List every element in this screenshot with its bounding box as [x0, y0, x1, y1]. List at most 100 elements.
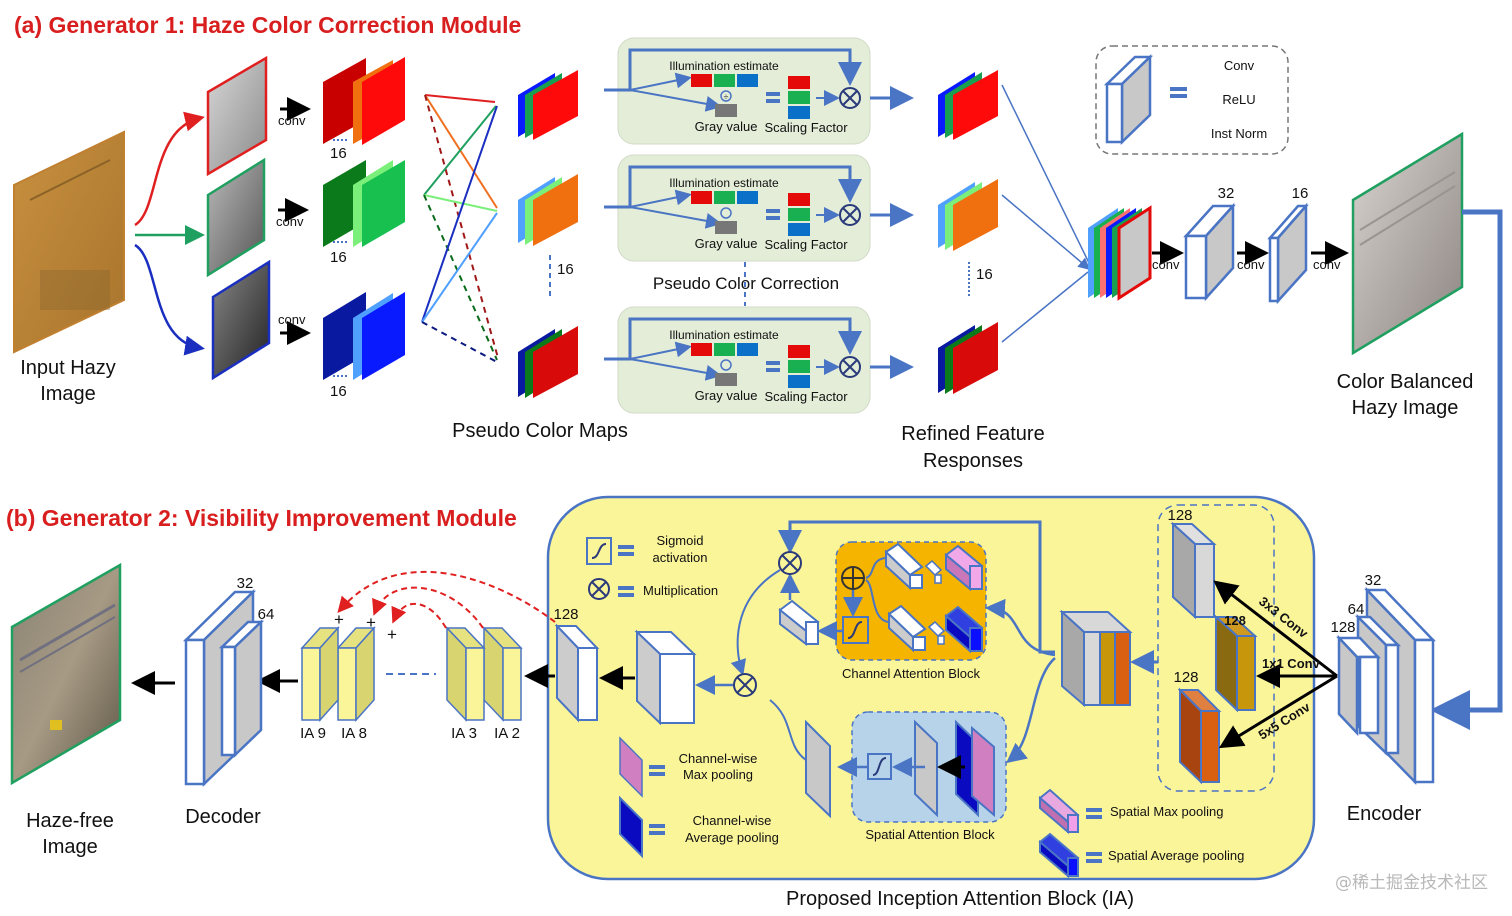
svg-text:16: 16 [330, 383, 347, 400]
encoder-channels-64: 64 [1348, 601, 1365, 618]
conv-label-32: conv [1237, 257, 1265, 272]
svg-text:Illumination estimate: Illumination estimate [669, 59, 779, 73]
pcc-label: Pseudo Color Correction [653, 274, 839, 293]
conv-label-16: conv [1313, 257, 1341, 272]
sigmoid-legend: Sigmoid activation [586, 533, 708, 565]
generator-connector-arrow [1430, 209, 1503, 730]
channel-weight-tensor [778, 599, 820, 647]
watermark: @稀土掘金技术社区 [1335, 873, 1488, 893]
blue-feature-stack: 16 [323, 292, 405, 400]
channels-32: 32 [1218, 185, 1235, 202]
encoder-block [1336, 586, 1436, 786]
refined-count: 16 [976, 266, 993, 283]
path-to-spatial-attention [1006, 657, 1056, 764]
red-feature-stack: 16 [323, 57, 405, 162]
channel-attention-block [835, 541, 987, 661]
input-hazy-image [13, 130, 125, 354]
inception-concat-stack [1059, 609, 1133, 708]
red-channel-image [206, 55, 268, 177]
branch-5x5: 128 [1173, 669, 1222, 785]
spatial-weight-map [805, 719, 831, 819]
svg-text:128: 128 [1167, 507, 1192, 524]
green-feature-stack: 16 [323, 160, 405, 266]
skip-connection-3 [391, 602, 447, 629]
pseudo-color-mixing-arrows [421, 94, 499, 363]
plus-3: + [387, 625, 397, 644]
ia-label-8: IA 8 [341, 725, 367, 742]
ia-block-2 [482, 626, 523, 722]
split-arrow-red [134, 111, 205, 227]
skip-connection-2 [372, 586, 484, 629]
output-label-line2: Hazy Image [1352, 397, 1459, 419]
svg-text:Spatial Max pooling: Spatial Max pooling [1110, 804, 1223, 819]
conv-arrow-green: conv [276, 198, 309, 229]
spatial-avg-pool-legend: Spatial Average pooling [1038, 832, 1244, 879]
channel-refined-path [730, 569, 781, 676]
svg-text:128: 128 [553, 606, 578, 623]
ia-block-8 [336, 626, 376, 722]
pseudo-color-map-1 [518, 70, 578, 140]
decoder-channels-64: 64 [258, 606, 275, 623]
channel-attention-label: Channel Attention Block [842, 666, 981, 681]
svg-text:Average pooling: Average pooling [685, 830, 779, 845]
svg-text:conv: conv [278, 113, 306, 128]
svg-text:activation: activation [653, 550, 708, 565]
pcc-block-1: Illumination estimate ÷ Gray value Scali… [604, 37, 871, 145]
pseudo-maps-label: Pseudo Color Maps [452, 420, 628, 442]
blue-channel-image [211, 259, 271, 381]
arrow-3x3-conv [1213, 580, 1338, 678]
conv-arrow-red: conv [278, 97, 311, 128]
plus-2: + [366, 613, 376, 632]
channel-avg-pool-legend: Channel-wise Average pooling [619, 795, 779, 859]
refined-label-line1: Refined Feature [901, 423, 1044, 445]
svg-text:Gray value: Gray value [695, 119, 758, 134]
ia-output-tensor [634, 629, 697, 726]
spatial-max-pool-legend: Spatial Max pooling [1038, 788, 1223, 835]
ia-block-output-128: 128 [553, 606, 600, 723]
svg-text:conv: conv [278, 312, 306, 327]
channel-multiply-node [778, 551, 802, 575]
svg-text:128: 128 [1224, 613, 1246, 628]
label-1x1-conv: 1x1 Conv [1262, 656, 1321, 671]
channel-max-pool-legend: Channel-wise Max pooling [619, 736, 757, 798]
svg-text:Max pooling: Max pooling [683, 767, 753, 782]
arrow-5x5-conv [1218, 674, 1338, 749]
split-arrow-blue [134, 243, 205, 356]
converge-lines [1001, 84, 1091, 343]
svg-text:conv: conv [276, 214, 304, 229]
encoder-channels-128: 128 [1330, 619, 1355, 636]
decoder-block [182, 589, 265, 787]
svg-text:16: 16 [330, 249, 347, 266]
svg-text:Scaling Factor: Scaling Factor [764, 237, 848, 252]
svg-text:Illumination estimate: Illumination estimate [669, 328, 779, 342]
inception-branches-box [1157, 504, 1275, 792]
section-b-title: (b) Generator 2: Visibility Improvement … [6, 505, 517, 531]
encoder-channels-32: 32 [1365, 572, 1382, 589]
plus-1: + [334, 610, 344, 629]
path-to-channel-attention [985, 598, 1056, 657]
svg-text:128: 128 [1173, 669, 1198, 686]
pcc-block-16: Illumination estimate Gray value Scaling… [604, 306, 871, 414]
pseudo-color-map-2 [518, 174, 578, 246]
refined-feature-16 [938, 322, 998, 394]
spatial-multiply-node [733, 673, 757, 697]
haze-free-label-line2: Image [42, 836, 98, 858]
conv-arrow-blue: conv [278, 312, 311, 345]
ia-label-3: IA 3 [451, 725, 477, 742]
pseudo-color-map-16 [518, 326, 578, 398]
refined-feature-2 [938, 179, 998, 251]
encoder-label: Encoder [1347, 803, 1422, 825]
svg-text:Inst Norm: Inst Norm [1211, 126, 1267, 141]
svg-text:16: 16 [330, 145, 347, 162]
green-channel-image [206, 157, 266, 278]
spatial-attention-block [837, 711, 1007, 823]
svg-text:Channel-wise: Channel-wise [693, 813, 772, 828]
haze-free-image [10, 562, 122, 786]
svg-text:Illumination estimate: Illumination estimate [669, 176, 779, 190]
svg-text:Conv: Conv [1224, 58, 1255, 73]
output-label-line1: Color Balanced [1337, 371, 1474, 393]
conv-label-concat: conv [1152, 257, 1180, 272]
svg-text:÷: ÷ [724, 92, 729, 102]
ia-label-9: IA 9 [300, 725, 326, 742]
